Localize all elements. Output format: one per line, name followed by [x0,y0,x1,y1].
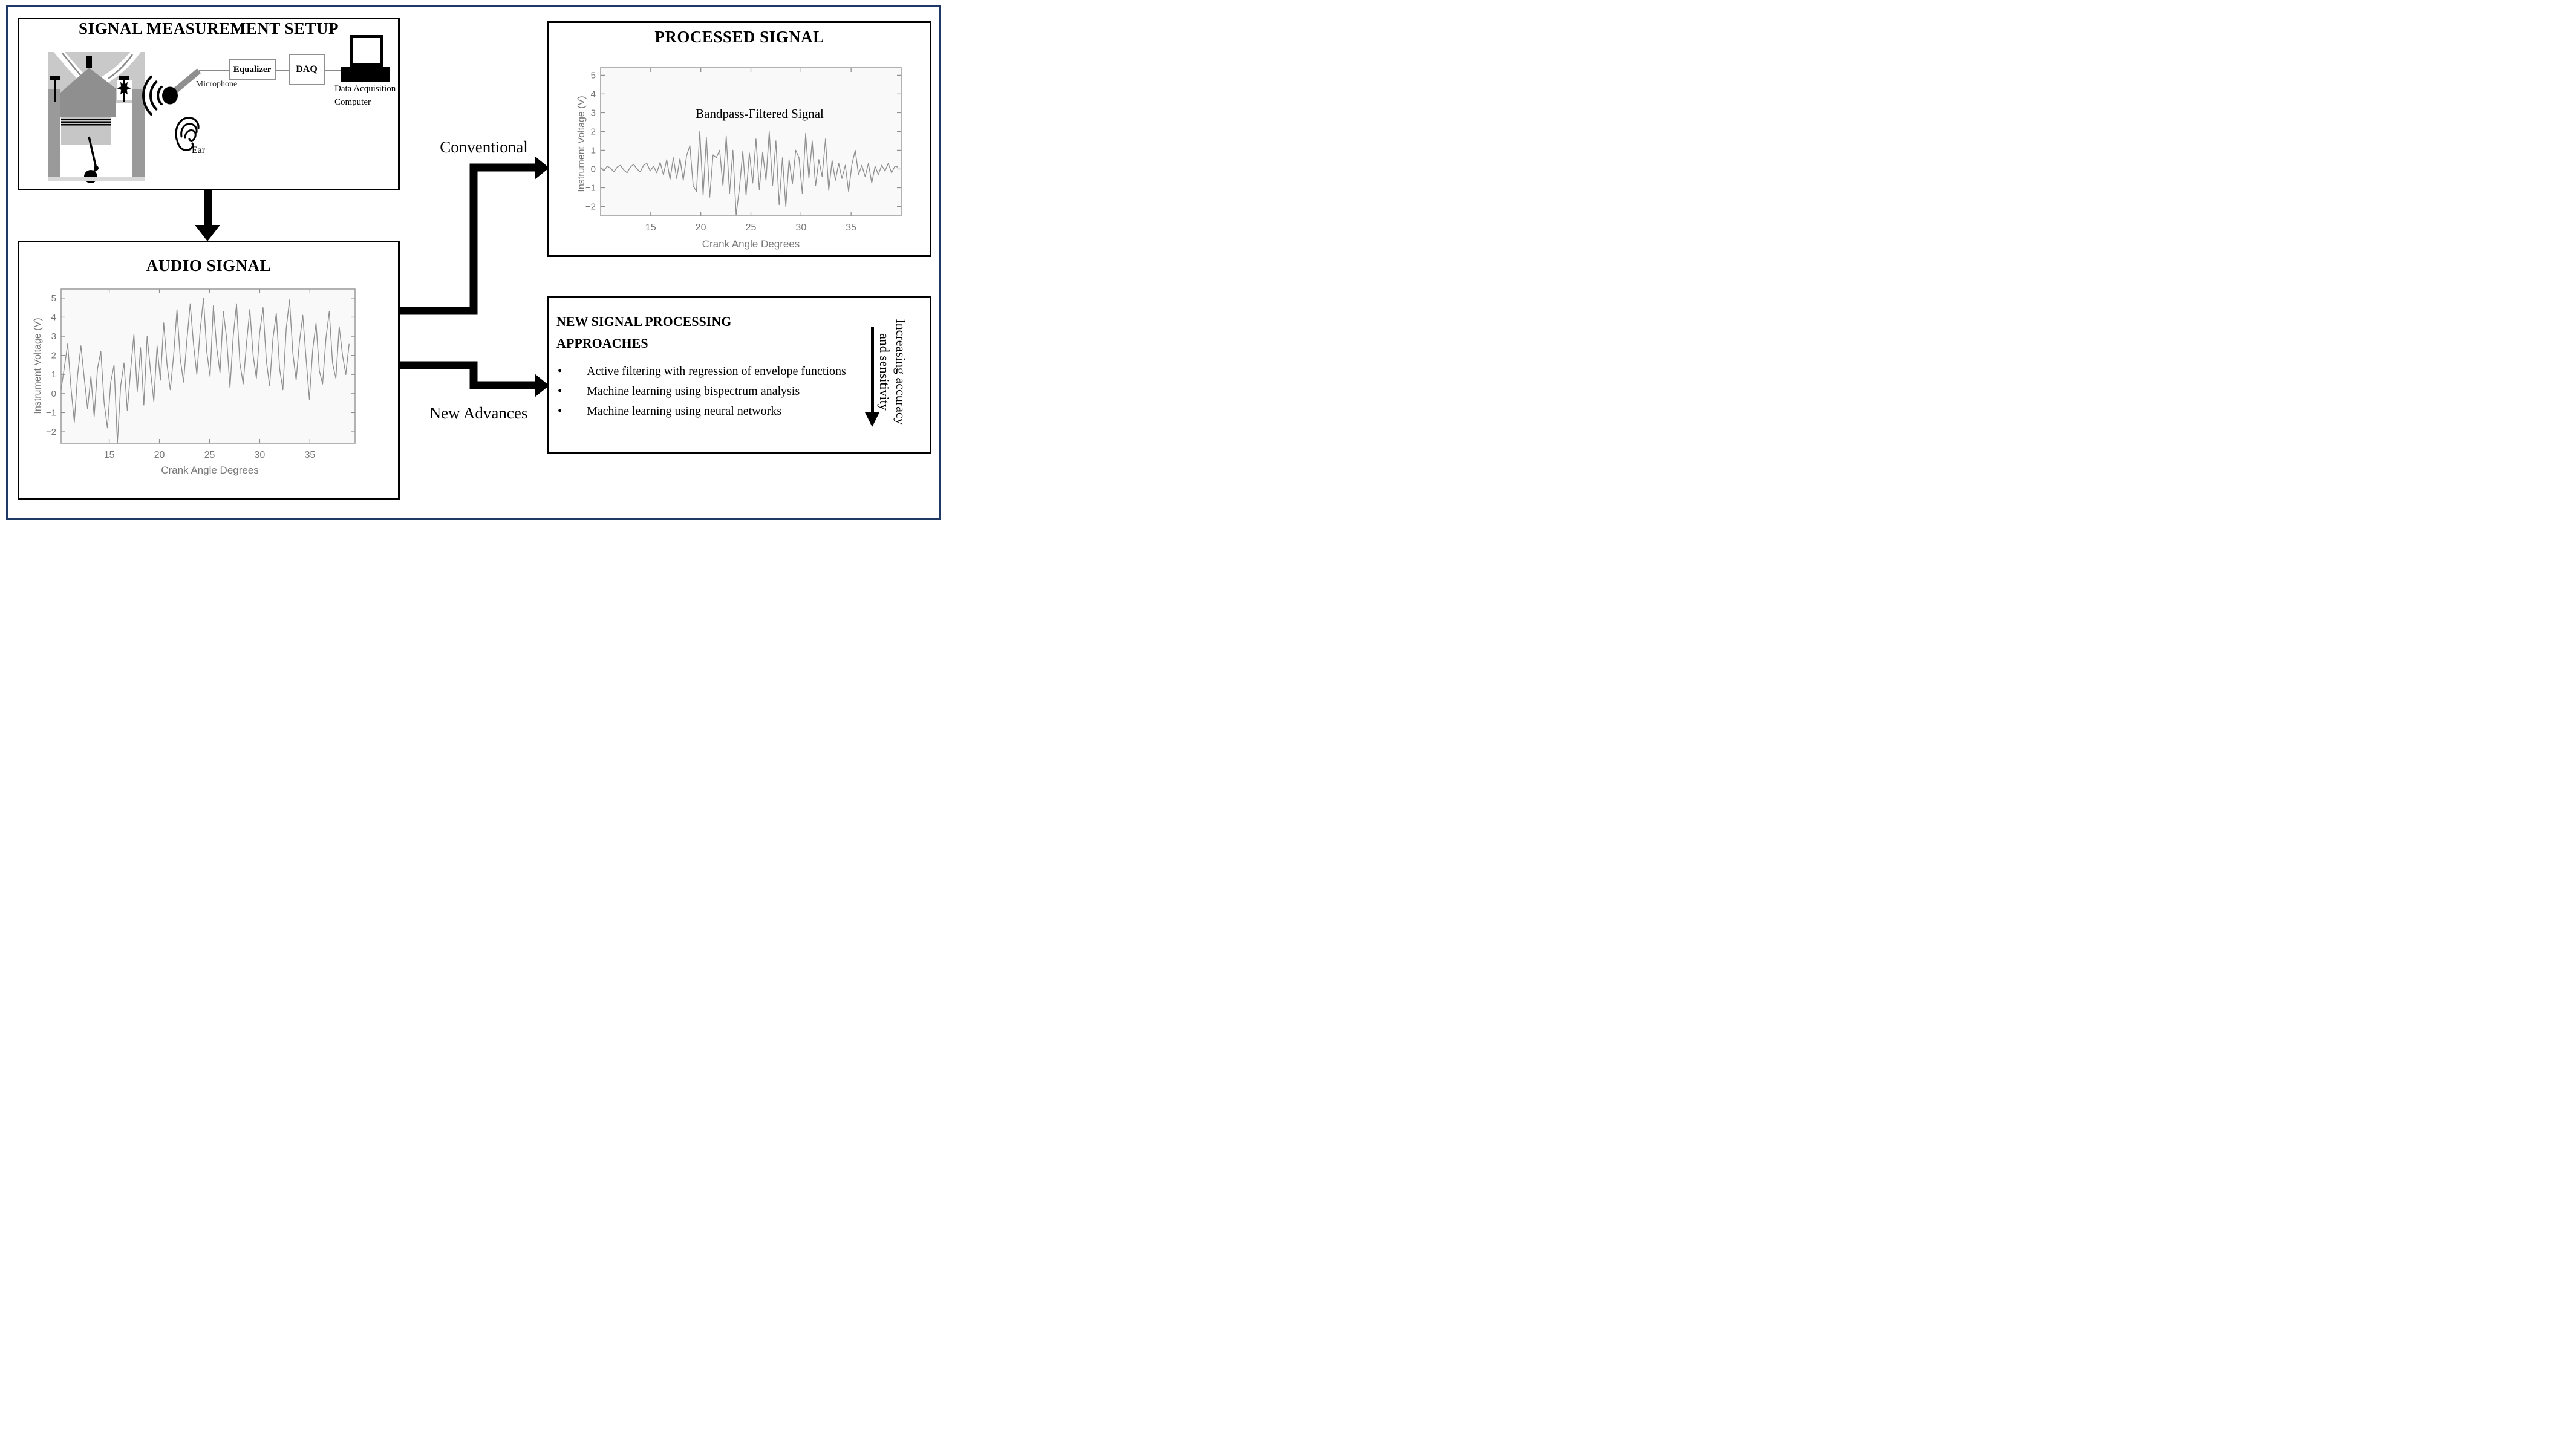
svg-text:0: 0 [51,389,56,399]
figure-page: SIGNAL MEASUREMENT SETUP [0,0,948,527]
audio-yaxis-label: Instrument Voltage (V) [33,317,43,414]
ear-label: Ear [191,145,206,155]
daq-to-computer-wire [325,70,341,71]
increasing-arrow-head [865,412,879,427]
daq-label: DAQ [296,64,318,74]
processed-xaxis-label: Crank Angle Degrees [702,238,800,250]
svg-text:35: 35 [304,450,315,460]
svg-text:15: 15 [645,223,656,233]
equalizer-to-daq-wire [276,70,289,71]
computer-monitor-icon [350,35,383,67]
daq-box: DAQ [289,54,325,85]
computer-base-icon [341,67,390,82]
svg-text:1: 1 [591,145,596,155]
svg-text:20: 20 [696,223,706,233]
audio-signal-chart: 15 20 25 30 35 5 4 3 2 1 0 −1 −2 [46,288,356,460]
bullet-dot-icon: • [558,405,562,418]
svg-text:1: 1 [51,369,56,380]
svg-text:5: 5 [51,293,56,304]
new-approaches-bullet-list: • Active filtering with regression of en… [558,362,863,421]
new-approaches-panel [547,296,931,454]
bullet-item: • Machine learning using bispectrum anal… [558,382,863,402]
svg-text:15: 15 [104,450,115,460]
svg-text:5: 5 [591,70,596,80]
bullet-item: • Active filtering with regression of en… [558,362,863,382]
increasing-accuracy-note: Increasing accuracy and sensitivity [877,319,908,425]
svg-text:25: 25 [204,450,215,460]
equalizer-label: Equalizer [233,64,272,74]
processed-panel-title: PROCESSED SIGNAL [654,28,824,46]
bullet-dot-icon: • [558,365,562,378]
svg-text:−1: −1 [46,408,56,418]
setup-panel-title: SIGNAL MEASUREMENT SETUP [78,19,339,37]
bandpass-annotation: Bandpass-Filtered Signal [696,106,824,121]
increasing-arrow-stem [871,327,874,412]
audio-panel-title: AUDIO SIGNAL [146,256,272,275]
processed-yaxis-label: Instrument Voltage (V) [576,96,587,192]
svg-text:0: 0 [591,164,596,174]
svg-text:4: 4 [591,89,596,99]
setup-to-audio-arrow-head [195,225,220,241]
new-advances-label: New Advances [429,404,528,422]
new-approaches-title: NEW SIGNAL PROCESSING APPROACHES [556,314,732,351]
conventional-label: Conventional [440,138,528,156]
svg-text:20: 20 [154,450,165,460]
mic-to-equalizer-wire [199,70,229,71]
svg-text:30: 30 [255,450,266,460]
bullet-dot-icon: • [558,385,562,398]
svg-text:−1: −1 [585,183,596,193]
bullet-item: • Machine learning using neural networks [558,402,863,421]
setup-to-audio-arrow-stem [204,190,212,225]
processed-signal-chart: 15 20 25 30 35 5 4 3 2 1 0 −1 −2 [585,67,902,233]
svg-text:35: 35 [846,223,856,233]
microphone-label: Microphone [195,80,238,89]
svg-text:3: 3 [51,331,56,342]
svg-text:25: 25 [746,223,757,233]
sound-waves-icon [142,75,163,116]
svg-text:2: 2 [51,351,56,361]
svg-text:3: 3 [591,108,596,118]
ear-icon [175,117,200,151]
equalizer-box: Equalizer [229,59,276,80]
svg-text:−2: −2 [585,201,596,212]
microphone-icon [162,68,201,105]
engine-cylinder-icon [48,52,145,183]
svg-text:4: 4 [51,312,56,322]
svg-text:−2: −2 [46,427,56,437]
audio-xaxis-label: Crank Angle Degrees [161,464,259,476]
computer-label: Data Acquisition Computer [334,84,396,107]
svg-text:30: 30 [795,223,806,233]
svg-text:2: 2 [591,126,596,137]
spark-plug-icon [86,56,92,68]
